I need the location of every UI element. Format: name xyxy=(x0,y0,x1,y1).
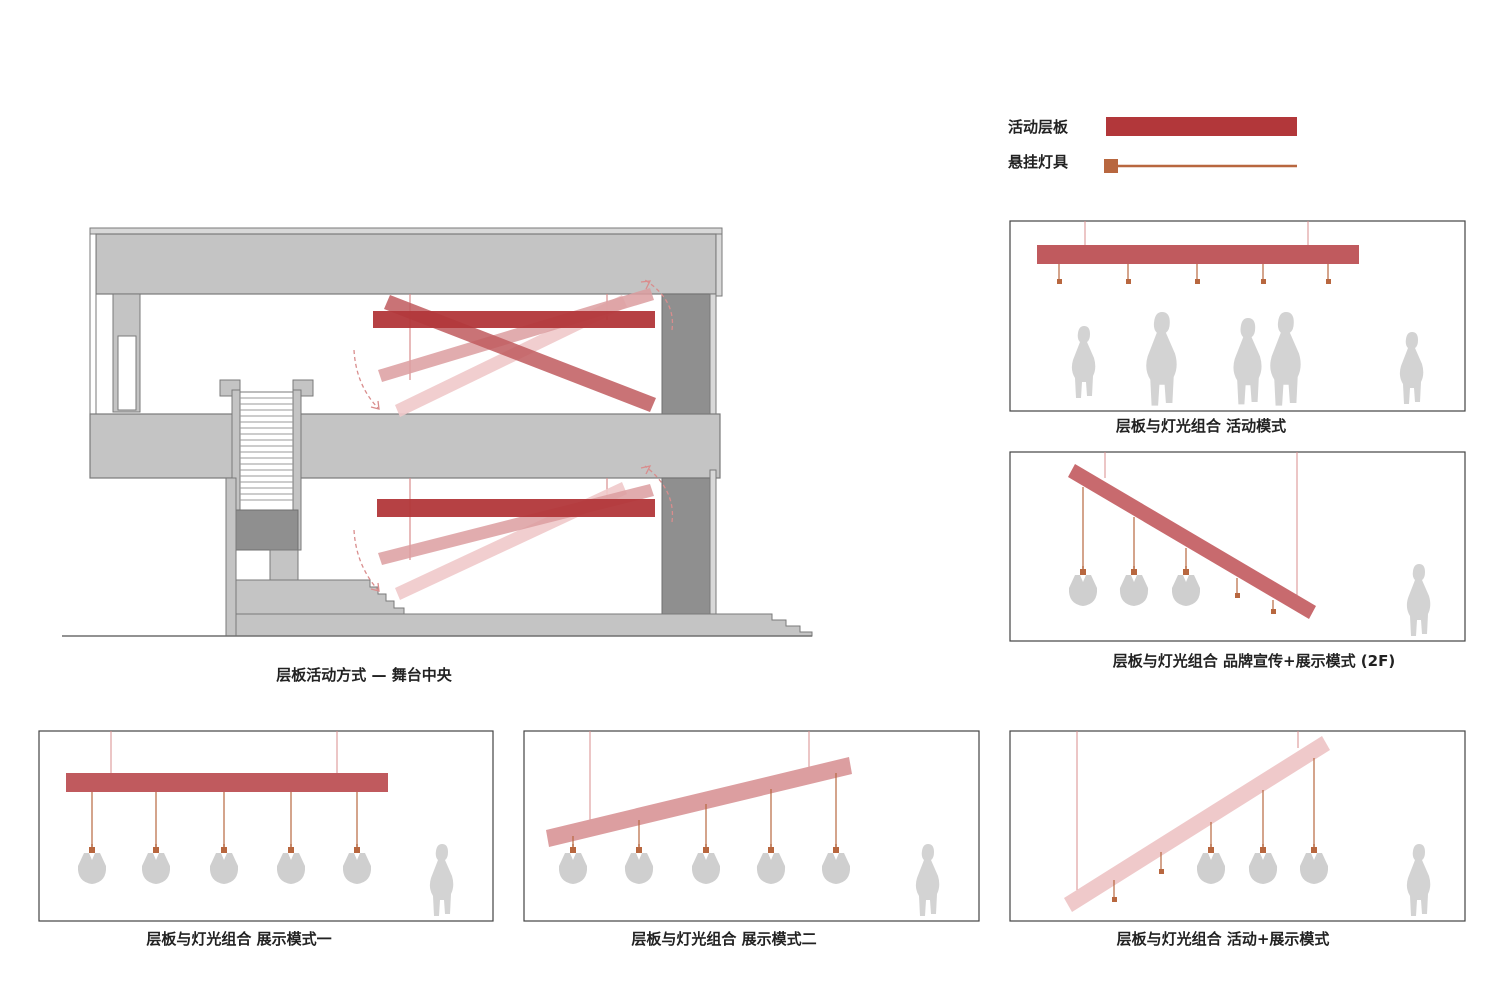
panel-activity-display xyxy=(1009,730,1466,922)
panel-caption-display-one: 层板与灯光组合 展示模式一 xyxy=(146,930,332,948)
panel-caption-brand: 层板与灯光组合 品牌宣传+展示模式 (2F) xyxy=(1112,652,1396,670)
panel-brand-display xyxy=(1009,451,1466,642)
section-caption: 层板活动方式 — 舞台中央 xyxy=(276,666,452,684)
legend-panel-swatch xyxy=(1106,117,1297,136)
section-upper-panels xyxy=(353,279,674,417)
panel-display-two xyxy=(523,730,980,922)
panel-activity-mode xyxy=(1009,220,1466,412)
building-section xyxy=(62,227,813,637)
panel-caption-activity: 层板与灯光组合 活动模式 xyxy=(1115,417,1287,435)
panel-caption-display-two: 层板与灯光组合 展示模式二 xyxy=(631,930,817,948)
section-lower-panels xyxy=(353,465,674,600)
legend-light-label: 悬挂灯具 xyxy=(1008,153,1069,171)
legend-light-node xyxy=(1104,159,1118,173)
panel-caption-activity-display: 层板与灯光组合 活动+展示模式 xyxy=(1116,930,1330,948)
legend-panel-label: 活动层板 xyxy=(1008,118,1069,136)
panel-display-one xyxy=(38,730,494,922)
